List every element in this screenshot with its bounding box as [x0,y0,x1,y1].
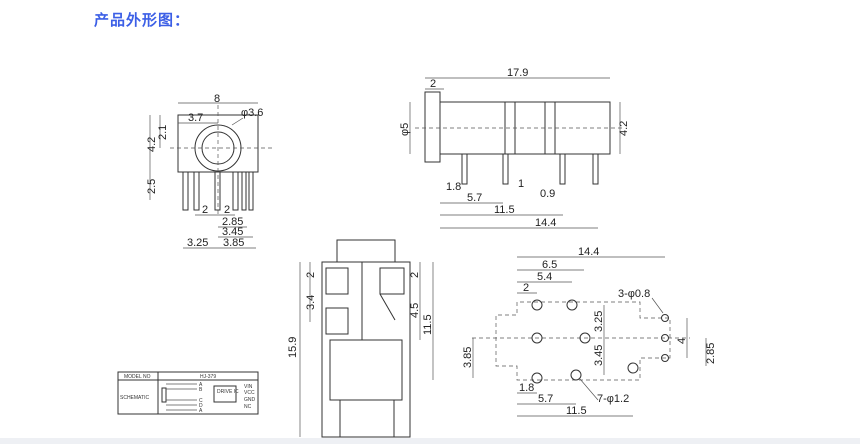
dim-side-height: 4.2 [618,121,630,136]
dim-side-115: 11.5 [494,204,515,216]
dim-fp-4: 4 [676,338,688,344]
pin-label: A [199,408,203,414]
dim-front-d3: 3.25 [187,237,208,249]
pin-label: VCC [244,390,255,396]
dim-fp-2: 2 [523,282,529,294]
dim-fp-65: 6.5 [542,259,557,271]
dim-fp-57: 5.7 [538,393,553,405]
dim-fp-54: 5.4 [537,271,552,283]
schematic-label: SCHEMATIC [120,395,149,401]
dim-side-length: 17.9 [507,67,528,79]
dim-front-h-upper: 2.1 [157,125,169,140]
dim-side-144: 14.4 [535,217,556,229]
front-view: 8 3.7 φ3.6 2.1 4.2 2.5 2 2 2.85 3.45 3.2… [146,93,275,249]
dim-fp-285: 2.85 [705,343,717,364]
dim-front-width: 8 [214,93,220,105]
dim-fp-325: 3.25 [593,311,605,332]
dim-top-l-2: 2 [305,272,317,278]
dim-top-l-159: 15.9 [287,337,299,358]
top-view: 2 3.4 15.9 2 4.5 11.5 [287,239,434,438]
dim-top-r-45: 4.5 [409,303,421,318]
dim-front-d2: 3.45 [222,226,243,238]
dim-fp-18: 1.8 [519,382,534,394]
pin-label: C [199,398,203,404]
dim-front-d1: 2.85 [222,216,243,228]
bottom-divider [0,438,860,444]
pin-label: D [199,403,203,409]
dim-fp-large-holes: 7-φ1.2 [597,393,629,405]
dim-top-r-115: 11.5 [422,314,434,335]
dim-side-1: 1 [518,178,524,190]
pcb-footprint: 14.4 6.5 5.4 2 3-φ0.8 3.25 4 3.45 2.85 3… [462,246,717,417]
dim-top-r-2: 2 [409,272,421,278]
pin-label: B [199,387,203,393]
pin-label: VIN [244,384,253,390]
dim-fp-small-holes: 3-φ0.8 [618,288,650,300]
pin-label: GND [244,397,256,403]
dim-front-d4: 3.85 [223,237,244,249]
dim-front-pin-length: 2.5 [146,179,158,194]
dim-front-diameter: φ3.6 [241,107,263,119]
dim-fp-345: 3.45 [593,345,605,366]
dim-side-nose: 2 [430,78,436,90]
dim-fp-144: 14.4 [578,246,599,258]
page-title: 产品外形图： [94,11,191,29]
side-view: 17.9 2 φ5 4.2 1.8 1 5.7 0.9 11.5 14.4 [399,67,630,229]
model-value: HJ-379 [200,374,216,380]
dim-side-18: 1.8 [446,181,461,193]
model-label: MODEL NO [124,374,151,380]
pin-label: A [199,382,203,388]
dim-front-pitch-a: 2 [202,204,208,216]
dim-front-height: 4.2 [146,137,158,152]
dim-fp-385: 3.85 [462,347,474,368]
driver-label: DRIVE IC [217,389,239,395]
dim-front-offset: 3.7 [188,112,203,124]
dim-side-09: 0.9 [540,188,555,200]
dim-front-pitch-b: 2 [224,204,230,216]
dim-side-57: 5.7 [467,192,482,204]
dim-side-diameter: φ5 [399,123,411,136]
dim-top-l-34: 3.4 [305,295,317,310]
schematic-table: MODEL NO HJ-379 SCHEMATIC A B C D A DRIV… [117,371,259,415]
pin-label: NC [244,404,252,410]
dim-fp-115: 11.5 [566,405,587,417]
